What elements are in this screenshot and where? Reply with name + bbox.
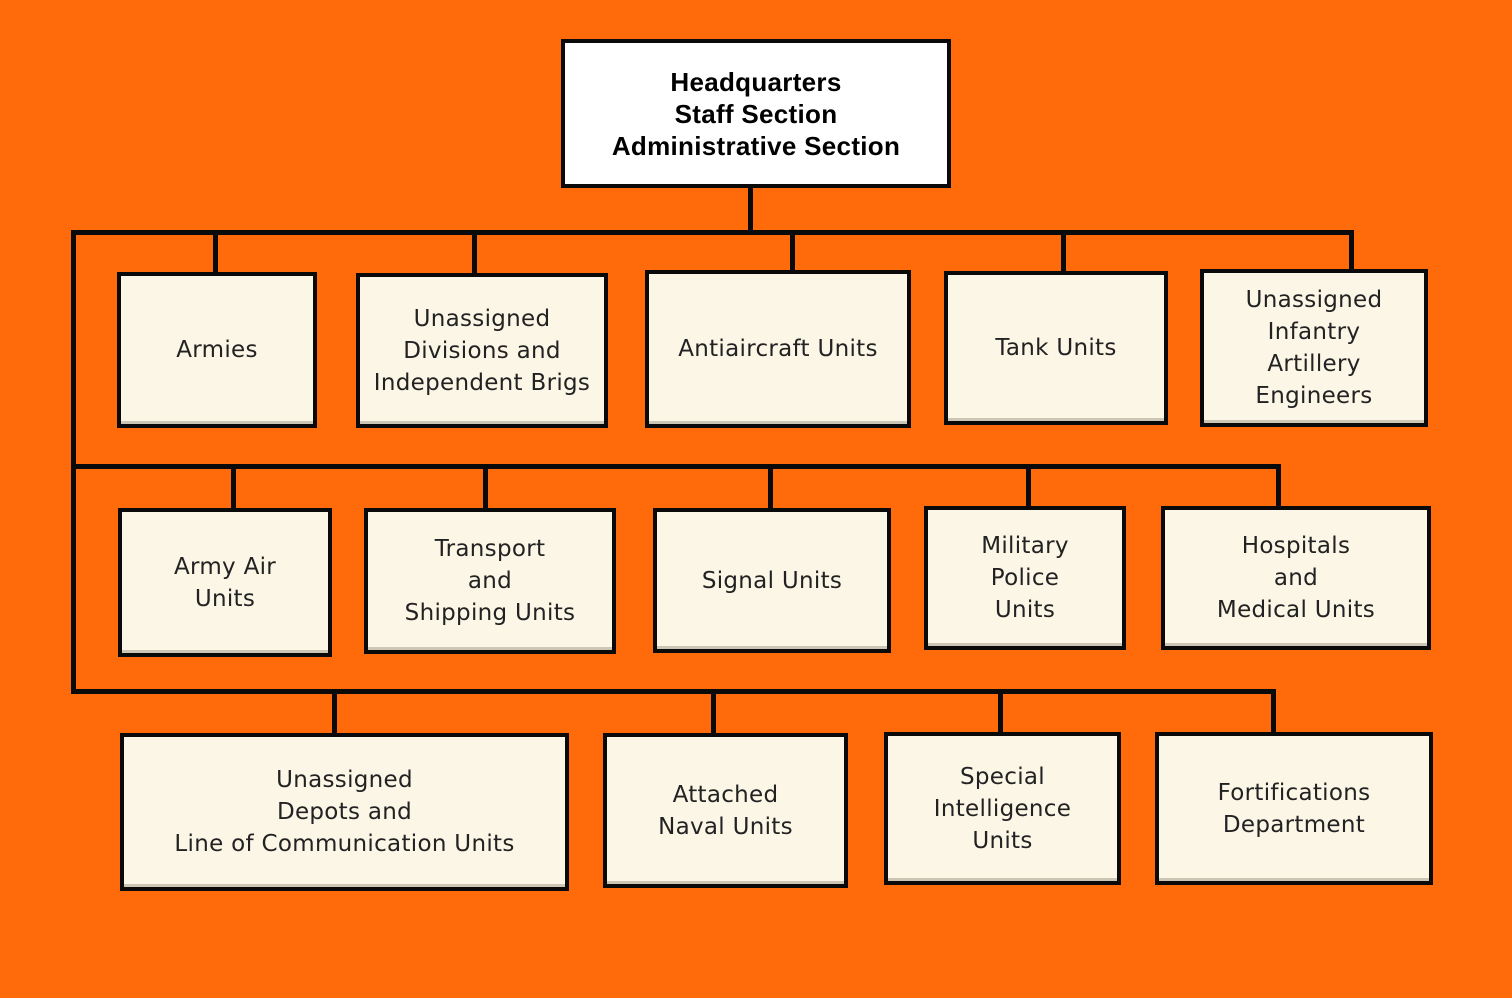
unit-fortifications: Fortifications Department xyxy=(1155,732,1433,885)
unit-label: Naval Units xyxy=(658,813,793,840)
unit-label: Unassigned xyxy=(1245,287,1383,313)
drop-transport xyxy=(483,464,488,512)
unit-label: Tank Units xyxy=(995,335,1117,361)
hq-line: Headquarters xyxy=(670,66,842,97)
unit-infantry-artillery-engineers: Unassigned Infantry Artillery Engineers xyxy=(1200,269,1428,427)
drop-armies xyxy=(213,230,218,275)
unit-label: Armies xyxy=(176,337,258,363)
drop-army-air xyxy=(231,464,236,511)
hq-stem xyxy=(748,185,753,233)
hq-line: Staff Section xyxy=(674,98,838,129)
unit-army-air: Army Air Units xyxy=(118,508,332,657)
unit-label: Intelligence xyxy=(933,795,1072,822)
unit-label: and xyxy=(1273,565,1319,591)
drop-fortifications xyxy=(1271,689,1276,736)
unit-antiaircraft: Antiaircraft Units xyxy=(645,270,911,428)
drop-signal xyxy=(768,464,773,511)
drop-naval xyxy=(711,689,716,737)
unit-label: Depots and xyxy=(276,799,413,825)
drop-intelligence xyxy=(998,689,1003,736)
unit-label: Military xyxy=(981,533,1069,559)
headquarters-box: Headquarters Staff Section Administrativ… xyxy=(561,39,951,188)
unit-tank: Tank Units xyxy=(944,271,1168,425)
drop-antiaircraft xyxy=(790,230,795,273)
unit-label: Unassigned xyxy=(413,305,551,332)
unit-label: Signal Units xyxy=(701,567,843,594)
bus-row-3 xyxy=(71,689,1276,694)
unit-hospitals-medical: Hospitals and Medical Units xyxy=(1161,506,1431,650)
unit-label: Shipping Units xyxy=(404,600,576,626)
unit-transport-shipping: Transport and Shipping Units xyxy=(364,508,616,654)
drop-divisions xyxy=(472,230,477,276)
unit-label: and xyxy=(467,568,513,594)
hq-line: Administrative Section xyxy=(611,130,901,161)
unit-label: Engineers xyxy=(1255,383,1373,409)
unit-label: Army Air xyxy=(173,553,277,580)
drop-hospitals xyxy=(1276,464,1281,509)
unit-label: Transport xyxy=(434,536,546,562)
unit-label: Hospitals xyxy=(1241,533,1351,559)
unit-divisions-brigs: Unassigned Divisions and Independent Bri… xyxy=(356,273,608,428)
unit-label: Attached xyxy=(672,781,779,808)
unit-signal: Signal Units xyxy=(653,508,891,653)
unit-label: Independent Brigs xyxy=(373,369,591,396)
drop-military-police xyxy=(1026,464,1031,509)
drop-depots xyxy=(332,689,337,737)
unit-label: Unassigned xyxy=(276,767,413,793)
unit-label: Units xyxy=(972,827,1033,854)
unit-label: Police xyxy=(990,565,1060,591)
unit-special-intelligence: Special Intelligence Units xyxy=(884,732,1121,885)
unit-armies: Armies xyxy=(117,272,317,428)
bus-row-1 xyxy=(71,230,1354,235)
unit-label: Department xyxy=(1222,811,1366,838)
unit-label: Antiaircraft Units xyxy=(678,336,878,362)
unit-label: Units xyxy=(194,585,256,612)
drop-tank xyxy=(1061,230,1066,274)
bus-row-2 xyxy=(71,464,1281,469)
unit-label: Special xyxy=(960,763,1045,790)
unit-label: Medical Units xyxy=(1216,597,1376,623)
unit-naval: Attached Naval Units xyxy=(603,733,848,888)
unit-label: Fortifications xyxy=(1217,779,1371,806)
unit-depots-communication: Unassigned Depots and Line of Communicat… xyxy=(120,733,569,891)
unit-label: Units xyxy=(994,597,1056,623)
unit-label: Infantry xyxy=(1267,319,1361,345)
unit-label: Divisions and xyxy=(403,337,561,364)
drop-infantry xyxy=(1349,230,1354,272)
unit-military-police: Military Police Units xyxy=(924,506,1126,650)
unit-label: Artillery xyxy=(1267,351,1361,377)
unit-label: Line of Communication Units xyxy=(174,831,515,857)
left-trunk xyxy=(71,230,76,694)
